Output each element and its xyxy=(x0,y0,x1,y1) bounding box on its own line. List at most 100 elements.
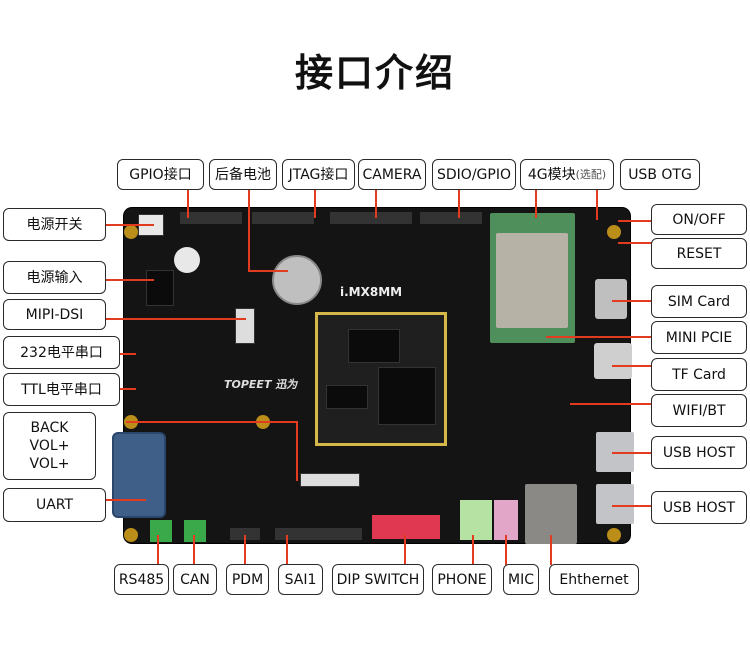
label-4g-module: 4G模块(选配) xyxy=(520,159,614,190)
pointer-line xyxy=(244,535,246,565)
4g-module-shield xyxy=(496,233,568,328)
capacitor xyxy=(174,247,200,273)
tf-card-slot xyxy=(594,343,632,379)
label-wifi-bt: WIFI/BT xyxy=(651,394,747,427)
brand-logo: TOPEET 迅为 xyxy=(224,378,298,391)
label-ethernet: Ehthernet xyxy=(549,564,639,595)
pointer-line xyxy=(458,190,460,218)
jtag-header xyxy=(252,212,314,224)
camera-header xyxy=(330,212,412,224)
label-sim-card: SIM Card xyxy=(651,285,747,318)
label-sai1: SAI1 xyxy=(278,564,323,595)
pointer-line xyxy=(106,224,154,226)
pointer-line xyxy=(612,505,652,507)
label-keys: BACK VOL+ VOL+ xyxy=(3,412,96,480)
label-on-off: ON/OFF xyxy=(651,204,747,235)
label-sdio-gpio: SDIO/GPIO xyxy=(432,159,516,190)
label-uart-ttl: TTL电平串口 xyxy=(3,373,120,406)
pointer-line xyxy=(106,279,154,281)
phone-jack xyxy=(460,500,492,540)
label-power-input: 电源输入 xyxy=(3,261,106,294)
sim-card-slot xyxy=(595,279,627,319)
rs485-terminal xyxy=(150,520,172,542)
ethernet-jack xyxy=(525,484,577,544)
mini-pcie-4g-module xyxy=(490,213,575,343)
label-can: CAN xyxy=(173,564,217,595)
label-rs485: RS485 xyxy=(114,564,169,595)
label-dip-switch: DIP SWITCH xyxy=(332,564,424,595)
pointer-line xyxy=(296,421,298,481)
label-power-switch: 电源开关 xyxy=(3,208,106,241)
pointer-line xyxy=(193,535,195,565)
label-usb-host-1: USB HOST xyxy=(651,436,747,469)
gpio-header xyxy=(180,212,242,224)
sai1-header xyxy=(275,528,362,540)
pointer-line xyxy=(126,421,296,423)
pointer-line xyxy=(314,190,316,218)
pointer-line xyxy=(535,190,537,218)
label-phone: PHONE xyxy=(432,564,492,595)
mipi-connector xyxy=(235,308,255,344)
pointer-line xyxy=(612,300,652,302)
pointer-line xyxy=(570,403,652,405)
pointer-line xyxy=(157,535,159,565)
label-uart-232: 232电平串口 xyxy=(3,336,120,369)
label-backup-battery: 后备电池 xyxy=(209,159,277,190)
pointer-line xyxy=(120,388,136,390)
mount-hole xyxy=(124,225,138,239)
pmic-chip xyxy=(326,385,368,409)
label-mini-pcie: MINI PCIE xyxy=(651,321,747,354)
label-usb-otg: USB OTG xyxy=(620,159,700,190)
pointer-line xyxy=(546,336,652,338)
label-4g-module-text: 4G模块 xyxy=(527,166,576,183)
soc-core-board: i.MX8MM xyxy=(315,285,447,446)
label-vol-down: VOL+ xyxy=(29,456,70,472)
pointer-line xyxy=(248,270,288,272)
pointer-line xyxy=(612,365,652,367)
usb-host-port-2 xyxy=(596,484,634,524)
label-uart: UART xyxy=(3,488,106,522)
label-4g-module-note: (选配) xyxy=(575,167,607,181)
pointer-line xyxy=(106,318,246,320)
label-back: BACK xyxy=(30,420,69,436)
label-jtag: JTAG接口 xyxy=(282,159,355,190)
mount-hole xyxy=(607,225,621,239)
mic-jack xyxy=(494,500,518,540)
label-reset: RESET xyxy=(651,238,747,269)
mount-hole xyxy=(124,528,138,542)
label-gpio: GPIO接口 xyxy=(117,159,204,190)
label-tf-card: TF Card xyxy=(651,358,747,391)
pointer-line xyxy=(120,353,136,355)
label-mic: MIC xyxy=(503,564,539,595)
pointer-line xyxy=(286,535,288,565)
label-mipi-dsi: MIPI-DSI xyxy=(3,299,106,330)
sdio-header xyxy=(420,212,482,224)
backup-battery xyxy=(272,255,322,305)
label-usb-host-2: USB HOST xyxy=(651,491,747,524)
key-buttons xyxy=(300,473,360,487)
mount-hole xyxy=(607,528,621,542)
dip-switch-block xyxy=(372,515,440,539)
pointer-line xyxy=(505,535,507,565)
can-terminal xyxy=(184,520,206,542)
pointer-line xyxy=(404,535,406,565)
page-title: 接口介绍 xyxy=(294,51,455,95)
pointer-line xyxy=(187,190,189,218)
pointer-line xyxy=(248,190,250,272)
pointer-line xyxy=(612,452,652,454)
soc-label: i.MX8MM xyxy=(340,285,403,299)
pointer-line xyxy=(106,499,146,501)
memory-chip xyxy=(348,329,400,363)
label-vol-up: VOL+ xyxy=(29,438,70,454)
label-camera: CAMERA xyxy=(358,159,426,190)
pointer-line xyxy=(596,190,598,220)
pointer-line xyxy=(618,242,652,244)
pointer-line xyxy=(550,535,552,565)
pointer-line xyxy=(472,535,474,565)
pointer-line xyxy=(618,220,652,222)
processor-chip xyxy=(378,367,436,425)
pointer-line xyxy=(375,190,377,218)
label-pdm: PDM xyxy=(226,564,269,595)
dc-jack xyxy=(146,270,174,306)
db9-serial-connector xyxy=(112,432,166,518)
